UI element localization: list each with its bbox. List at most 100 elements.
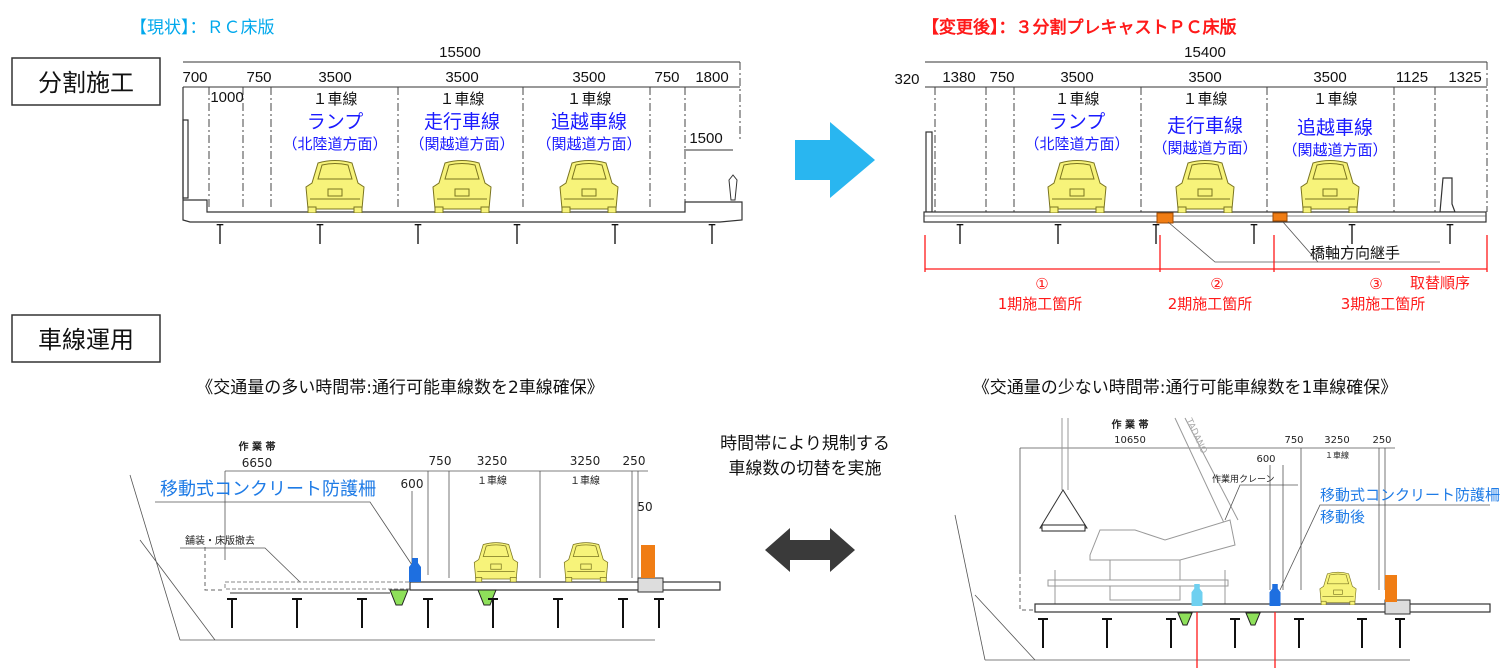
phase-label: 3期施工箇所 <box>1341 295 1426 313</box>
temporary-support <box>1177 612 1193 626</box>
dim-label: 750 <box>1284 435 1303 446</box>
girders <box>955 224 1455 244</box>
deck-slab <box>1034 603 1491 613</box>
lane-count: １車線 <box>312 90 357 108</box>
dim-label: 3250 <box>477 454 508 468</box>
dim-label: 1380 <box>942 69 975 86</box>
rc-deck-slab <box>182 87 743 223</box>
deck-slab <box>409 581 721 591</box>
cars <box>1047 160 1360 213</box>
dim-label: 750 <box>246 69 271 86</box>
lane-count: １車線 <box>439 90 484 108</box>
concrete-barrier-icon <box>409 558 421 582</box>
barrier-label: 移動式コンクリート防護柵 <box>160 479 376 500</box>
car-icon <box>305 160 365 213</box>
car-icon <box>563 542 609 582</box>
dim-label: 250 <box>1372 435 1391 446</box>
crane-label: 作業用クレーン <box>1212 473 1275 485</box>
lane-count: １車線 <box>1182 90 1227 108</box>
phase-number: ① <box>1035 275 1048 293</box>
dim-label: 750 <box>989 69 1014 86</box>
dim-label: 3500 <box>572 69 605 86</box>
concrete-barrier-moved-icon <box>1269 584 1281 606</box>
lane-count: １車線 <box>566 90 611 108</box>
right-arrow-icon <box>795 122 875 198</box>
division-label-box <box>11 57 161 106</box>
heavy-traffic-heading: 《交通量の多い時間帯:通行可能車線数を2車線確保》 <box>196 378 604 398</box>
car-icon <box>473 542 519 582</box>
order-label: 取替順序 <box>1410 274 1470 292</box>
lane-divider-lines <box>934 62 1488 212</box>
lane-operation-label: 車線運用 <box>38 326 134 354</box>
joint-label: 橋軸方向継手 <box>1310 244 1400 262</box>
dim-label: 1800 <box>695 69 728 86</box>
heavy-traffic-diagram: 作 業 帯 6650 600 750 3250 3250 250 50 １車線 … <box>129 440 721 641</box>
dim-label: 600 <box>401 477 424 491</box>
dim-label: 3250 <box>570 454 601 468</box>
car-icon <box>559 160 619 213</box>
after-section: 【変更後】：３分割プレキャストＰＣ床版 15400 320 1380 750 3… <box>894 17 1488 313</box>
barrier-leader-line <box>155 501 413 566</box>
lane-name: 追越車線 <box>1297 117 1373 139</box>
car-icon <box>1047 160 1107 213</box>
lane-direction: （北陸道方面） <box>1024 135 1129 153</box>
current-section: 【現状】：ＲＣ床版 15500 700 750 3500 3500 3500 7… <box>130 18 743 244</box>
dim-label: 320 <box>894 71 919 88</box>
current-title: 【現状】：ＲＣ床版 <box>130 18 275 38</box>
dim-label: 1500 <box>689 130 722 147</box>
dim-label: 250 <box>623 454 646 468</box>
barrier-label: 移動式コンクリート防護柵 <box>1320 486 1500 504</box>
dim-label: 3500 <box>445 69 478 86</box>
dim-label: 750 <box>654 69 679 86</box>
phase-number: ② <box>1210 275 1223 293</box>
guard-fence-icon <box>641 545 655 578</box>
light-traffic-diagram: 作 業 帯 10650 600 750 3250 250 １車線 TADANO … <box>954 416 1500 668</box>
lane-count: １車線 <box>477 474 507 487</box>
phase-label: 1期施工箇所 <box>998 295 1083 313</box>
work-zone-width: 10650 <box>1114 435 1146 446</box>
crane-brand-logo: TADANO <box>1183 416 1208 455</box>
pc-deck-slab <box>923 211 1487 223</box>
center-note-line: 車線数の切替を実施 <box>729 459 882 479</box>
work-zone-label: 作 業 帯 <box>1112 418 1149 431</box>
dim-label: 3250 <box>1324 435 1349 446</box>
total-width-current: 15500 <box>439 44 481 61</box>
dim-label: 3500 <box>1313 69 1346 86</box>
temporary-support <box>477 589 497 606</box>
dim-label: 700 <box>182 69 207 86</box>
right-parapet <box>1439 177 1456 213</box>
total-width-after: 15400 <box>1184 44 1226 61</box>
lane-name: 走行車線 <box>424 111 500 133</box>
light-traffic-heading: 《交通量の少ない時間帯:通行可能車線数を1車線確保》 <box>973 378 1398 398</box>
division-label: 分割施工 <box>38 69 134 97</box>
dim-label: 1000 <box>210 89 243 106</box>
dim-label: 3500 <box>1188 69 1221 86</box>
temporary-support <box>1245 612 1261 626</box>
lane-count: １車線 <box>1325 450 1349 460</box>
joint-leader-line <box>1167 221 1440 263</box>
girders <box>227 596 664 630</box>
car-icon <box>432 160 492 213</box>
lane-name: ランプ <box>1049 111 1105 133</box>
car-icon <box>1175 160 1235 213</box>
lane-direction: （関越道方面） <box>536 135 641 153</box>
lane-direction: （関越道方面） <box>1282 141 1387 159</box>
concrete-barrier-original-icon <box>1191 584 1203 606</box>
girders <box>1038 616 1405 650</box>
longitudinal-joint <box>1156 212 1174 224</box>
phase-label: 2期施工箇所 <box>1168 295 1253 313</box>
girders <box>215 224 717 244</box>
lane-divider-lines <box>208 62 741 210</box>
double-arrow-icon <box>765 528 855 572</box>
lane-direction: （北陸道方面） <box>282 135 387 153</box>
work-crane <box>1039 417 1239 605</box>
lane-count: １車線 <box>570 474 600 487</box>
work-zone-label: 作 業 帯 <box>239 440 276 453</box>
lane-count: １車線 <box>1054 90 1099 108</box>
longitudinal-joint <box>1272 212 1288 222</box>
lane-name: ランプ <box>307 111 363 133</box>
lane-operation-label-box <box>11 314 161 363</box>
lane-direction: （関越道方面） <box>1152 139 1257 157</box>
guard-fence-icon <box>1385 575 1397 602</box>
